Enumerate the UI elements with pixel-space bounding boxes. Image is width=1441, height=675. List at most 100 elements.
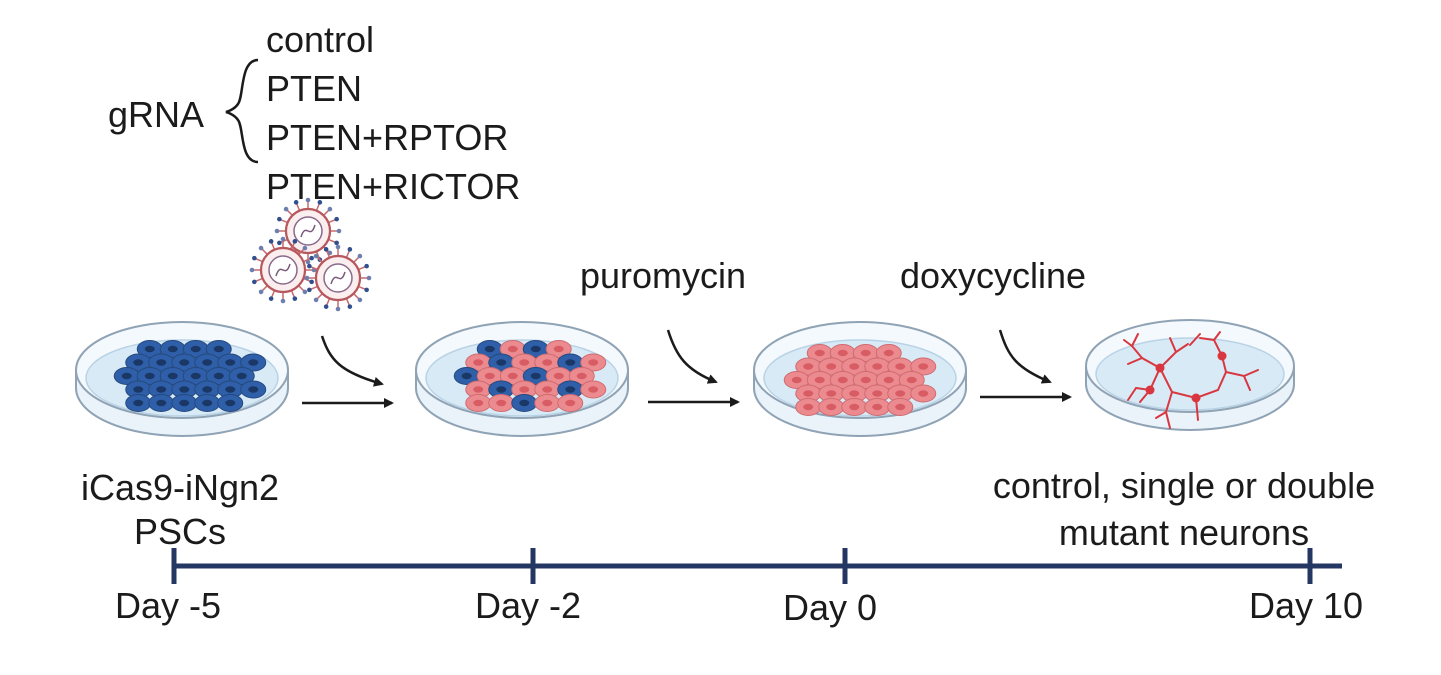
- cell-nucleus: [542, 386, 553, 393]
- virus-spike-tip: [334, 240, 339, 246]
- grna-option-control: control: [266, 19, 374, 60]
- virus-spike-tip: [305, 197, 311, 203]
- cell-nucleus: [565, 386, 576, 393]
- cell-nucleus: [167, 372, 178, 380]
- cell-nucleus: [918, 390, 929, 397]
- cell-nucleus: [461, 372, 472, 380]
- virus-spike-tip: [292, 296, 298, 301]
- virus-spike-tip: [323, 247, 329, 252]
- virus-spike-tip: [268, 239, 274, 244]
- cell-nucleus: [849, 363, 860, 370]
- virus-spike-tip: [309, 255, 314, 261]
- cell-nucleus: [565, 399, 576, 407]
- cell-nucleus: [814, 376, 825, 384]
- neurite: [1243, 375, 1251, 391]
- puromycin-label: puromycin: [580, 255, 746, 296]
- neurite: [1127, 357, 1143, 365]
- dish-medium: [1095, 337, 1285, 411]
- virus-spike-tip: [249, 267, 255, 273]
- start-cells-line1: iCas9-iNgn2: [81, 467, 279, 508]
- grna-brace: [225, 58, 259, 164]
- cell-nucleus: [133, 359, 144, 366]
- cell-nucleus: [588, 359, 599, 366]
- neurite: [1189, 333, 1201, 346]
- dish-transduced: [415, 321, 629, 437]
- start-cells-line2: PSCs: [134, 511, 226, 552]
- cell-nucleus: [507, 372, 518, 380]
- neuron-soma: [1191, 393, 1201, 403]
- virus-rna: [330, 271, 346, 285]
- virus-spike-tip: [252, 255, 257, 261]
- virus-spike-tip: [334, 216, 339, 222]
- virus-rna: [275, 263, 291, 277]
- virus-spike-tip: [347, 247, 353, 252]
- cell-nucleus: [473, 359, 484, 366]
- cell-nucleus: [248, 359, 259, 366]
- dish-pscs: [75, 321, 289, 437]
- cell-nucleus: [883, 376, 894, 384]
- cell-nucleus: [519, 386, 530, 393]
- virus-spike-tip: [302, 245, 308, 251]
- cell-nucleus: [519, 359, 530, 366]
- cell-nucleus: [202, 386, 213, 393]
- virus-spike-tip: [307, 263, 312, 269]
- cell-nucleus: [133, 386, 144, 393]
- virus-spike-tip: [283, 206, 289, 212]
- cell-nucleus: [849, 390, 860, 397]
- cell-nucleus: [576, 372, 587, 380]
- cell-nucleus: [803, 403, 814, 411]
- result-line1: control, single or double: [993, 465, 1375, 506]
- virus-spike-tip: [280, 236, 286, 242]
- neuron-soma: [1217, 351, 1227, 361]
- virus-spike-tip: [313, 253, 319, 259]
- cell-nucleus: [553, 345, 564, 353]
- virus-spike-tip: [258, 245, 264, 251]
- cell-nucleus: [553, 372, 564, 380]
- grna-label: gRNA: [108, 94, 204, 135]
- cell-nucleus: [791, 376, 802, 384]
- cell-nucleus: [190, 345, 201, 353]
- neuron-soma: [1155, 363, 1165, 373]
- virus-spike-tip: [357, 297, 363, 303]
- virus-spike-tip: [317, 200, 323, 205]
- cell-nucleus: [565, 359, 576, 366]
- cell-nucleus: [179, 386, 190, 393]
- cell-nucleus: [202, 359, 213, 366]
- cell-nucleus: [918, 363, 929, 370]
- neurite: [1127, 387, 1137, 401]
- cell-nucleus: [883, 349, 894, 357]
- day-label-minus5: Day -5: [115, 585, 221, 626]
- virus-spike-tip: [357, 253, 363, 259]
- doxycycline-arrow: [998, 329, 1052, 384]
- cell-nucleus: [826, 403, 837, 411]
- cell-nucleus: [872, 390, 883, 397]
- dish-selected: [753, 321, 967, 437]
- grna-option-pten-rictor: PTEN+RICTOR: [266, 166, 520, 207]
- cell-nucleus: [530, 372, 541, 380]
- cell-nucleus: [895, 403, 906, 411]
- cell-nucleus: [849, 403, 860, 411]
- cell-nucleus: [248, 386, 259, 393]
- cell-nucleus: [144, 372, 155, 380]
- neurite: [1123, 339, 1133, 347]
- virus-spike-tip: [277, 240, 282, 246]
- cell-nucleus: [519, 399, 530, 407]
- grna-option-pten: PTEN: [266, 68, 362, 109]
- cell-nucleus: [225, 386, 236, 393]
- virus-spike-tip: [307, 287, 312, 293]
- cell-nucleus: [225, 359, 236, 366]
- neuron-soma: [1145, 385, 1155, 395]
- cell-nucleus: [895, 363, 906, 370]
- cell-nucleus: [860, 376, 871, 384]
- cell-nucleus: [872, 403, 883, 411]
- cell-nucleus: [179, 359, 190, 366]
- cell-nucleus: [156, 399, 167, 407]
- cell-nucleus: [213, 345, 224, 353]
- virus-spike-tip: [366, 275, 372, 281]
- cell-nucleus: [236, 372, 247, 380]
- cell-nucleus: [167, 345, 178, 353]
- cell-nucleus: [826, 390, 837, 397]
- cell-nucleus: [190, 372, 201, 380]
- virus-spike-tip: [347, 304, 353, 309]
